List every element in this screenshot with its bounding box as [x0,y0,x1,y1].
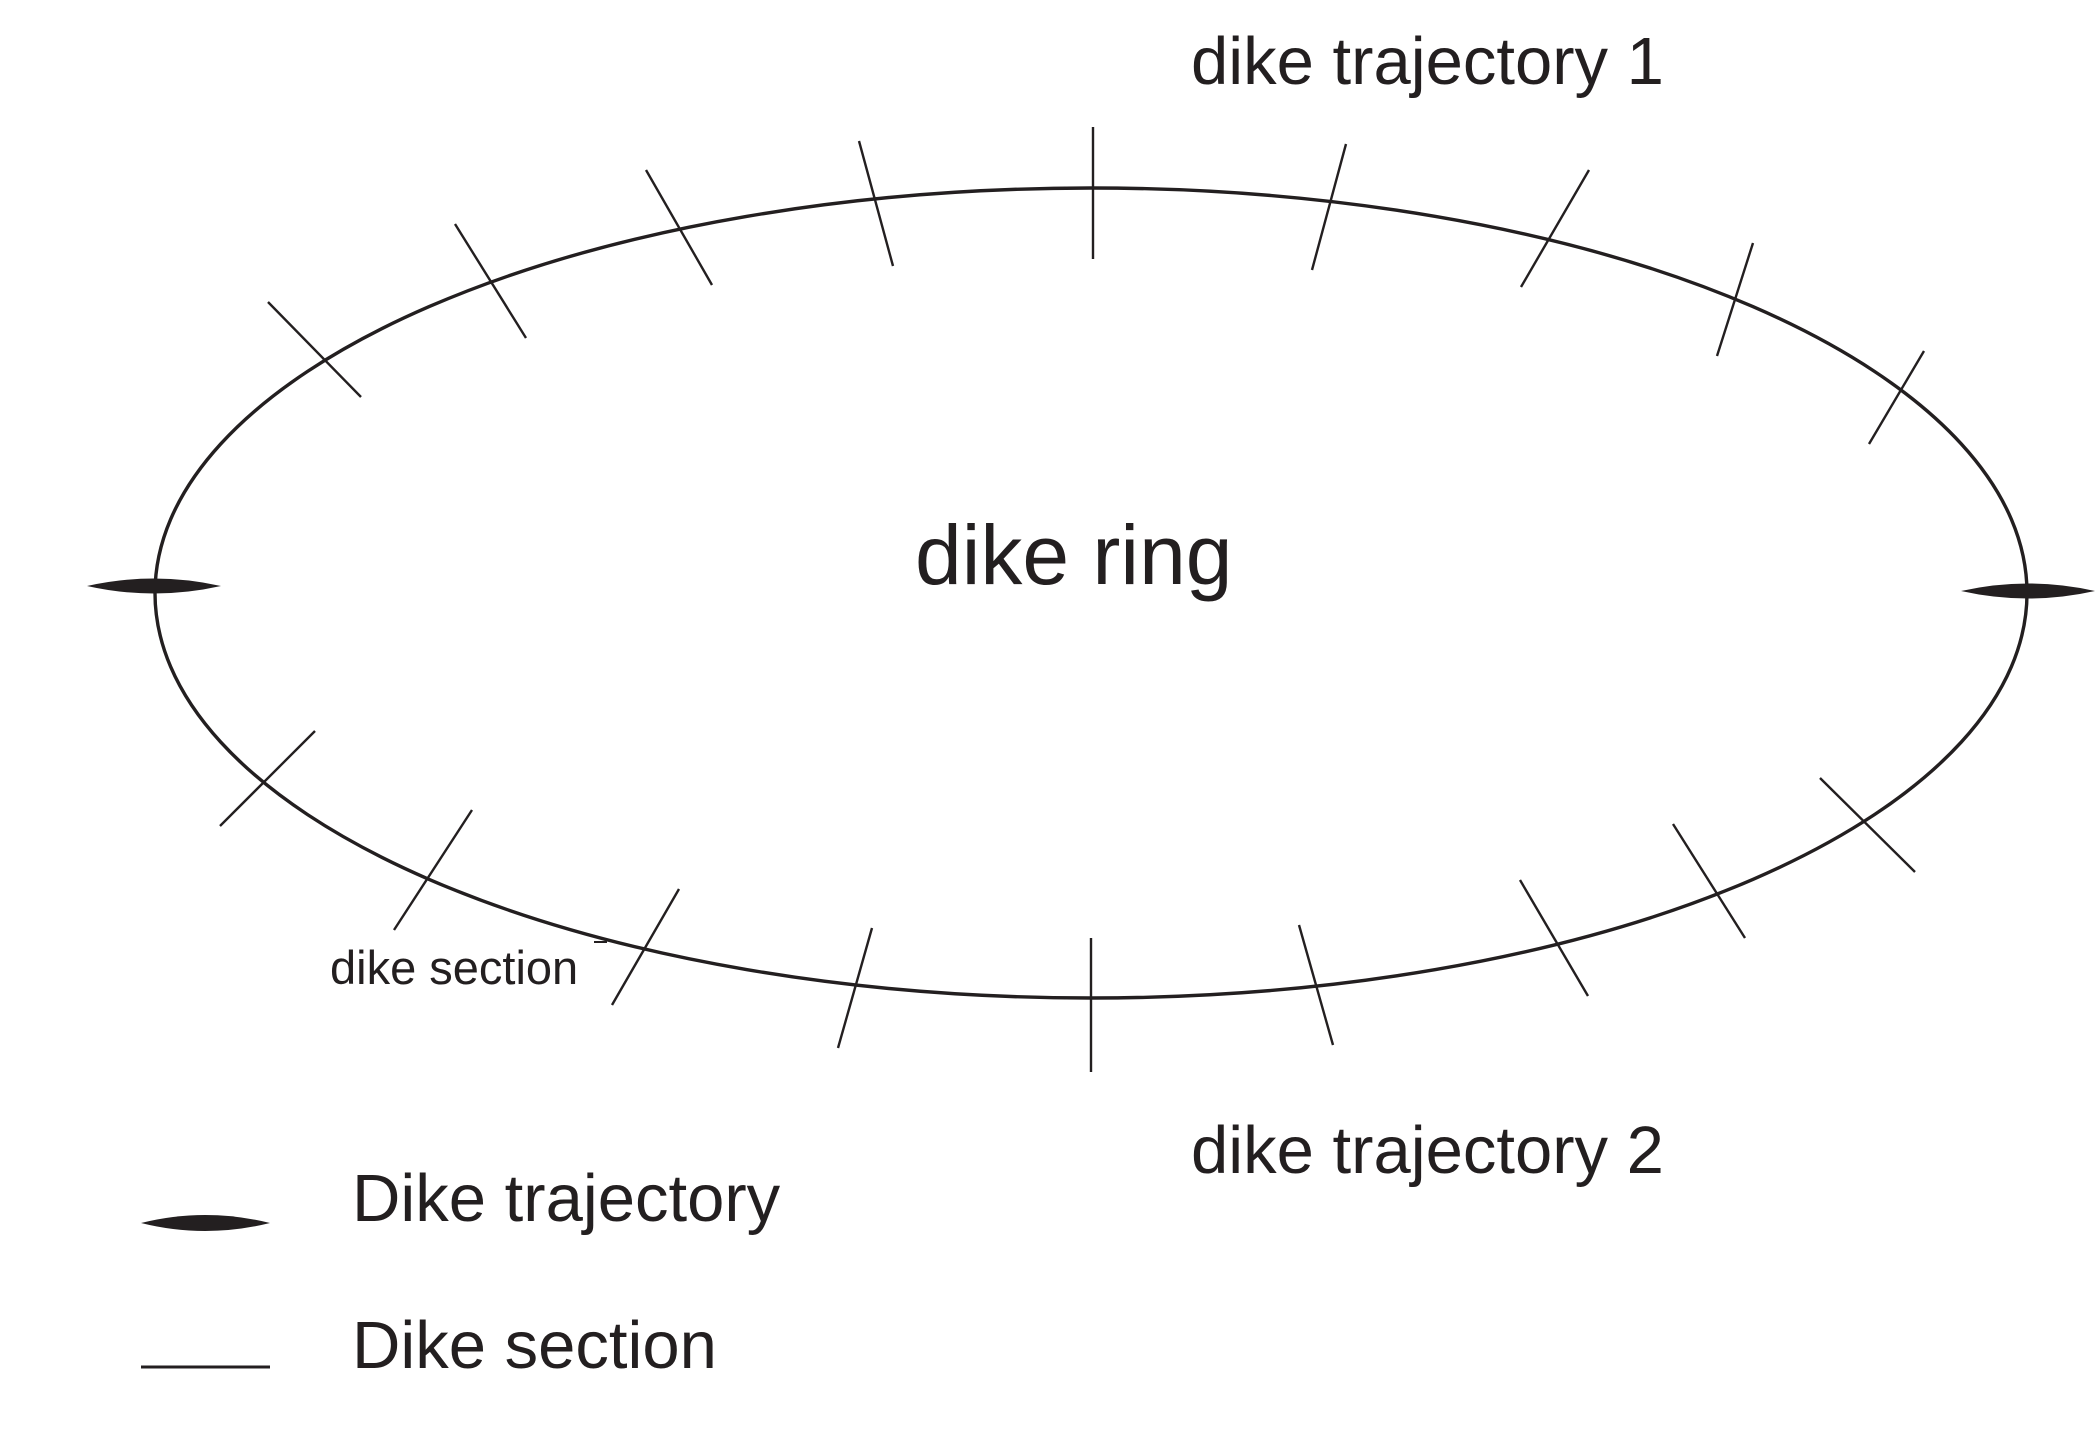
dike-trajectory-2-label: dike trajectory 2 [1191,1113,1664,1188]
dike-section-tick [392,809,474,931]
dike-section-tick [219,730,316,827]
dike-section-tick [1297,924,1335,1046]
legend: Dike trajectory Dike section [141,1161,781,1383]
legend-trajectory-symbol [141,1215,270,1231]
dike-section-tick [453,223,528,339]
dike-section-tick [1310,143,1348,271]
dike-section-tick [1519,169,1591,288]
dike-section-tick [644,169,714,286]
dike-trajectory-marker-left [87,578,221,594]
dike-ring-label: dike ring [915,508,1233,602]
legend-trajectory-label: Dike trajectory [352,1161,781,1236]
dike-section-tick [1671,823,1747,939]
dike-section-tick [1518,879,1590,997]
dike-section-tick [610,888,681,1006]
dike-section-tick [836,927,874,1049]
dike-section-tick [1715,242,1755,357]
dike-section-tick [857,140,895,267]
dike-sections [219,127,1926,1072]
dike-section-label: dike section [330,941,578,994]
dike-trajectory-marker-right [1961,583,2095,599]
dike-section-tick [1819,777,1916,873]
dike-section-tick [1867,350,1926,445]
dike-section-tick [267,301,362,398]
dike-trajectory-1-label: dike trajectory 1 [1191,24,1664,99]
legend-section-label: Dike section [352,1308,717,1383]
